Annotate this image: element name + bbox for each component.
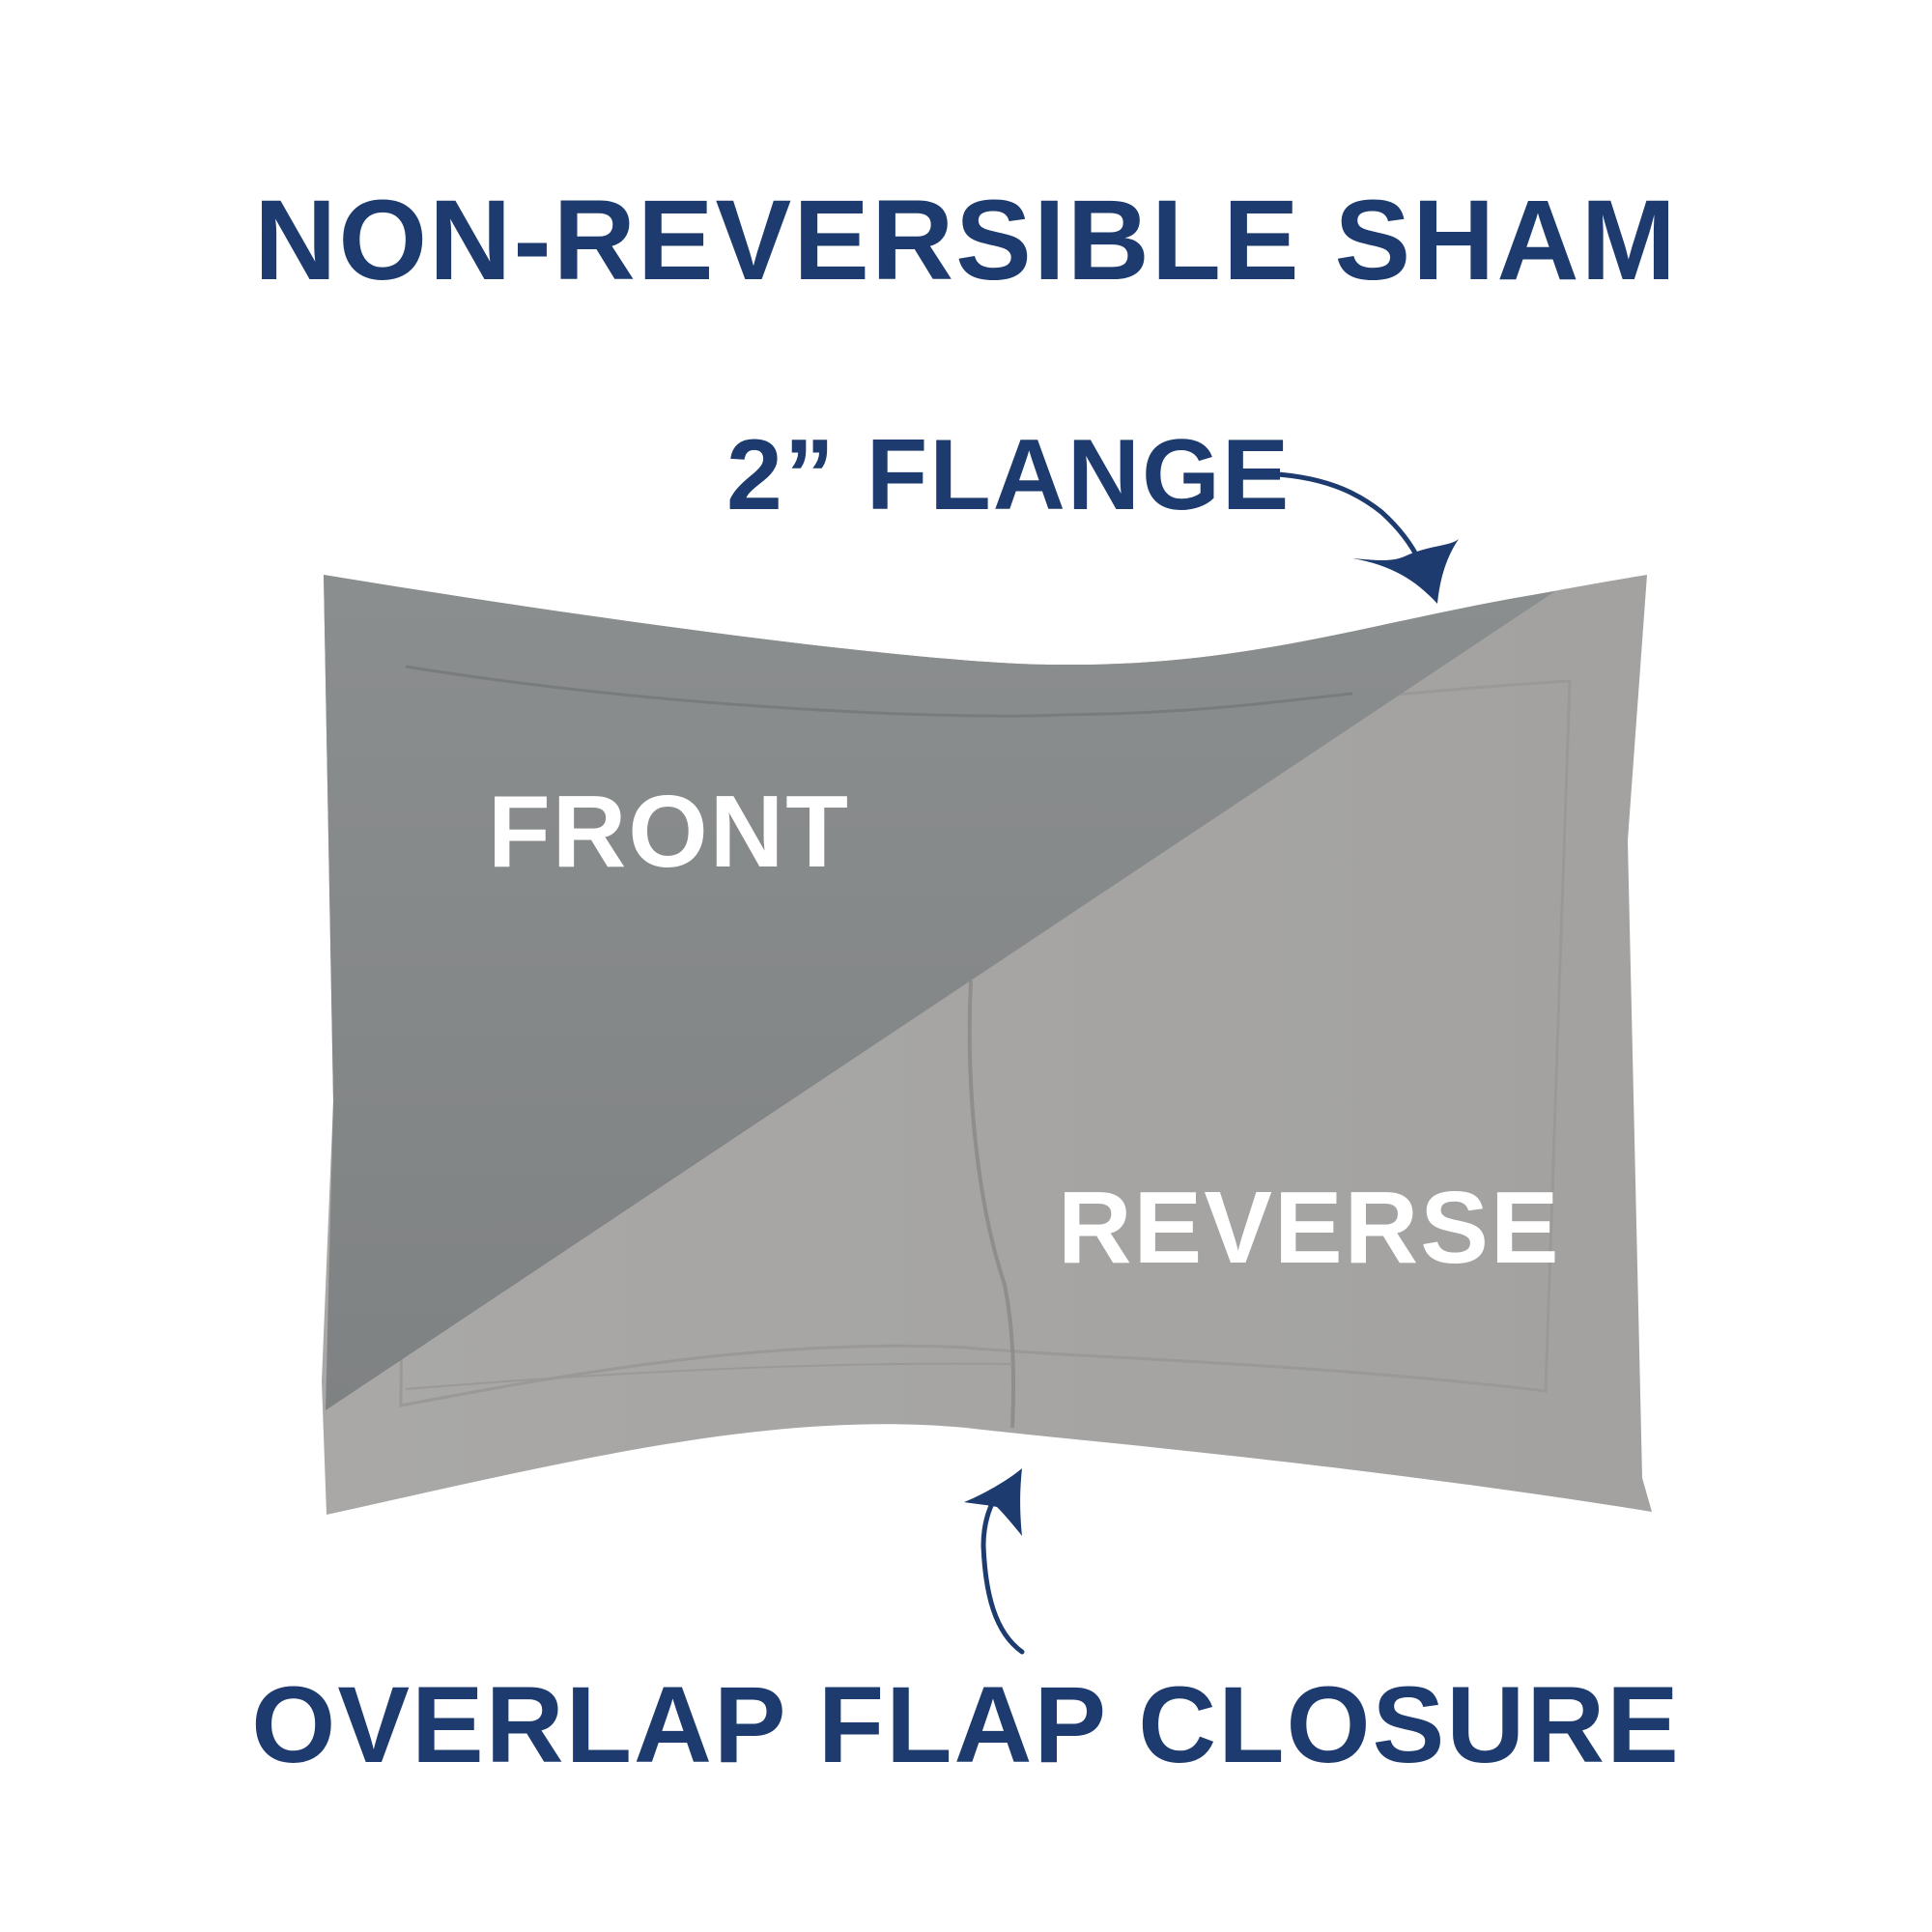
front-stitch-line	[405, 665, 1353, 718]
reverse-side-label: REVERSE	[1058, 1171, 1561, 1285]
flange-arrow	[1258, 470, 1423, 565]
closure-callout-label: OVERLAP FLAP CLOSURE	[251, 1664, 1681, 1785]
flange-callout-label: 2” FLANGE	[726, 419, 1292, 531]
sham-front-side	[324, 575, 1555, 1410]
front-side-label: FRONT	[488, 775, 851, 889]
overlap-flap-seam-base	[405, 1362, 1013, 1390]
closure-arrow	[980, 1490, 1025, 1655]
closure-arrowhead	[964, 1468, 1022, 1536]
diagram-title: NON-REVERSIBLE SHAM	[254, 177, 1678, 304]
flange-arrowhead	[1352, 539, 1459, 604]
overlap-flap-seam	[967, 980, 1016, 1429]
